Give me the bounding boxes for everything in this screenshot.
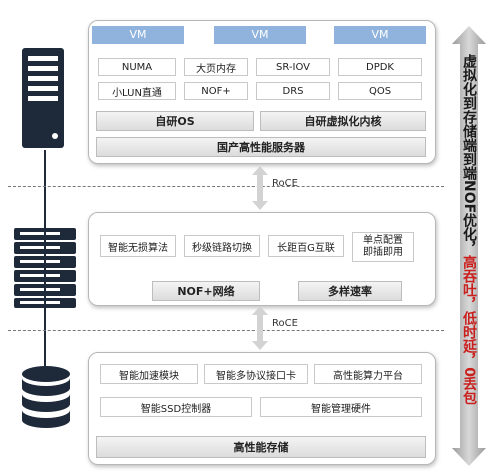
feature-compute-platform: 高性能算力平台: [314, 364, 422, 384]
feature-nofplus: NOF+: [184, 82, 248, 100]
storage-icon: [18, 364, 74, 430]
multi-rate: 多样速率: [298, 281, 402, 301]
roce-arrow-top: [250, 166, 270, 210]
roce-label-bottom: RoCE: [272, 318, 298, 329]
feature-ssd-controller: 智能SSD控制器: [100, 397, 252, 417]
side-caption: 虚拟化到存储端到端NOF优化，高吞吐，低时延，0丢包: [461, 54, 477, 454]
feature-accel-module: 智能加速模块: [100, 364, 198, 384]
feature-sriov: SR-IOV: [256, 58, 330, 76]
side-caption-zero-loss: 0丢包: [461, 367, 477, 405]
server-icon: [20, 46, 66, 150]
roce-label-top: RoCE: [272, 178, 298, 189]
feature-qos: QOS: [338, 82, 422, 100]
self-developed-virt-kernel: 自研虚拟化内核: [260, 111, 426, 131]
separator-top: [8, 186, 444, 187]
high-performance-storage: 高性能存储: [96, 436, 426, 458]
self-developed-os: 自研OS: [96, 111, 254, 131]
vm-box-3: VM: [334, 26, 426, 44]
feature-hugepage: 大页内存: [184, 58, 248, 76]
side-caption-throughput: 高吞吐，: [461, 255, 477, 312]
feature-plug-and-play: 单点配置 即插即用: [352, 232, 414, 262]
feature-lun-passthrough: 小LUN直通: [98, 82, 176, 100]
vm-box-2: VM: [214, 26, 306, 44]
feature-multiprotocol-card: 智能多协议接口卡: [204, 364, 308, 384]
feature-link-switch: 秒级链路切换: [184, 235, 260, 257]
side-caption-latency: 低时延，: [461, 311, 477, 368]
left-connector-line: [44, 150, 46, 366]
feature-drs: DRS: [256, 82, 330, 100]
roce-arrow-bottom: [250, 306, 270, 350]
end-to-end-arrow: [452, 26, 486, 466]
nofplus-network: NOF+网络: [152, 281, 260, 301]
feature-lossless-algorithm: 智能无损算法: [100, 235, 176, 257]
feature-management-hardware: 智能管理硬件: [260, 397, 422, 417]
feature-numa: NUMA: [98, 58, 176, 76]
side-caption-main: 虚拟化到存储端到端NOF优化，: [461, 54, 477, 256]
feature-long-distance: 长距百G互联: [268, 235, 344, 257]
feature-dpdk: DPDK: [338, 58, 422, 76]
vm-box-1: VM: [92, 26, 184, 44]
separator-bottom: [8, 330, 444, 331]
domestic-server: 国产高性能服务器: [96, 137, 426, 157]
